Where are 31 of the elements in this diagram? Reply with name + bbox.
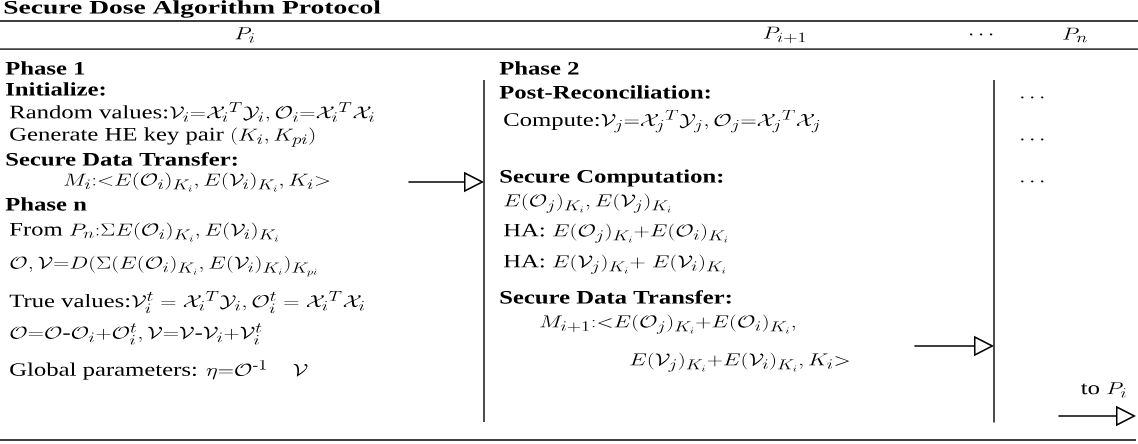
- section-heading: Initialize:: [6, 82, 105, 96]
- formula: $M_i{:}{<}E(\mathcal{O}_i)_{K_i},E(\mathcal{V}_i)_{K_i},K_i{>}$: [64, 172, 330, 192]
- section-heading: Phase 2: [499, 61, 579, 75]
- formula: $\text{Compute:}\mathcal{V}_j{=}\mathcal{X}_j{}^T\mathcal{Y}_j,\mathcal{O}_j{=}\mathcal{X}_j{}^T\mathcal{X}_j$: [504, 109, 820, 133]
- column-heading: $P_i$: [235, 27, 254, 43]
- formula: $\cdots$: [1021, 180, 1044, 183]
- formula: $\text{Global parameters: }\eta{=}\mathcal{O}^{\text{-}1}\quad\mathcal{V}$: [10, 359, 308, 380]
- column-heading: $\cdots$: [969, 33, 993, 36]
- formula: $\text{Generate HE key pair }(K_i, K_{pi})$: [10, 127, 315, 147]
- column-heading: $P_{i+1}$: [763, 26, 806, 44]
- formula: $\cdots$: [1021, 138, 1044, 141]
- section-heading: Secure Computation:: [500, 169, 723, 187]
- formula: $E(\mathcal{O}_j)_{K_i},E(\mathcal{V}_j)_{K_i}$: [504, 193, 671, 213]
- section-heading: Secure Data Transfer:: [500, 290, 731, 304]
- edge-label: $\text{to }P_i$: [1079, 381, 1129, 399]
- formula: $\text{HA: }E(\mathcal{O}_j)_{K_i}{+}E(\mathcal{O}_i)_{K_i}$: [503, 223, 728, 243]
- formula: $E(\mathcal{V}_j)_{K_i}{+}E(\mathcal{V}_i)_{K_i},K_i{>}$: [630, 352, 849, 372]
- formula: $\text{HA: }E(\mathcal{V}_j)_{K_i}{+}\ E(\mathcal{V}_i)_{K_i}$: [503, 254, 726, 274]
- formula: $\text{Random values:}\mathcal{V}_i{=}\mathcal{X}_i{}^T\mathcal{Y}_i,\mathcal{O}_i{=}\mathcal{X}_i{}^T\mathcal{X}_i$: [9, 102, 374, 122]
- formula: $\mathcal{O}{=}\mathcal{O}\text{-}\mathcal{O}_i{+}\mathcal{O}_i^t,\mathcal{V}{=}\mathcal{V}\text{-}\mathcal{V}_i{+}\mathcal{V}_i^t$: [10, 323, 262, 345]
- formula: $\text{True values:}\mathcal{V}_i^t=\mathcal{X}_i{}^T\mathcal{Y}_i,\mathcal{O}_i^t=\mathcal{X}_i{}^T\mathcal{X}_i$: [9, 291, 364, 314]
- section-heading: Phase n: [5, 197, 87, 211]
- title: Secure Dose Algorithm Protocol: [4, 0, 381, 18]
- section-heading: Post-Reconciliation:: [499, 85, 710, 99]
- formula: $M_{i+1}{:}{<}E(\mathcal{O}_j)_{K_i}{+}E(\mathcal{O}_i)_{K_i},$: [540, 314, 796, 334]
- section-heading: Secure Data Transfer:: [6, 152, 237, 166]
- formula: $\cdots$: [1021, 96, 1044, 99]
- column-heading: $P_n$: [1063, 27, 1087, 43]
- formula: $\text{From }P_n{:}\Sigma E(\mathcal{O}_i)_{K_i},E(\mathcal{V}_i)_{K_i}$: [9, 222, 278, 242]
- formula: $\mathcal{O},\mathcal{V}{=}D(\Sigma(E(\mathcal{O}_i)_{K_i},E(\mathcal{V}_i)_{K_i})_{K_{pi}}$: [10, 255, 317, 277]
- section-heading: Phase 1: [5, 61, 85, 75]
